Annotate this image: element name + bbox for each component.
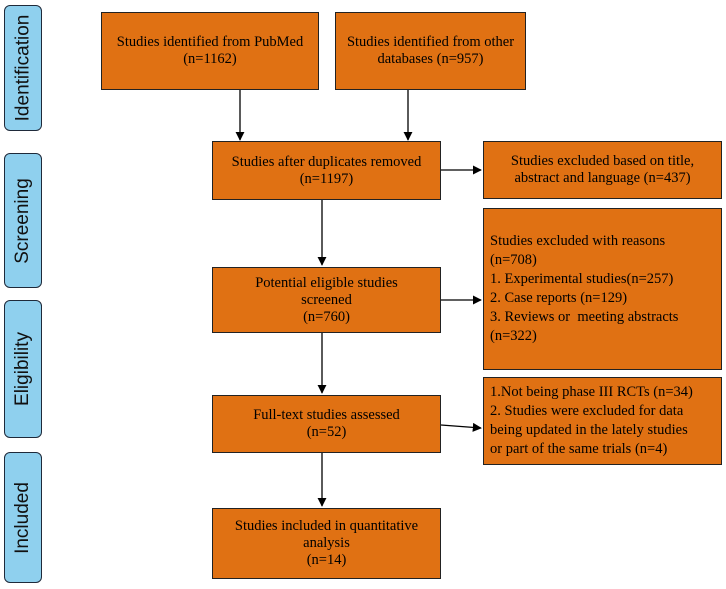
box-potential-eligible: Potential eligible studies screened (n=7… xyxy=(212,267,441,333)
box-reasons-line-6: (n=322) xyxy=(490,328,537,344)
box-included-line-3: (n=14) xyxy=(306,552,347,568)
box-duplicates-line-2: (n=1197) xyxy=(299,170,354,187)
box-fulltext-excluded-line-4: or part of the same trials (n=4) xyxy=(490,441,668,457)
box-fulltext-excluded-line-3: being updated in the lately studies xyxy=(490,422,688,438)
box-excluded-fulltext: 1.Not being phase III RCTs (n=34) 2. Stu… xyxy=(483,377,722,465)
box-fulltext-excluded-line-2: 2. Studies were excluded for data xyxy=(490,403,684,419)
box-included: Studies included in quantitative analysi… xyxy=(212,508,441,579)
box-potential-line-2: screened xyxy=(301,291,352,308)
phase-screening: Screening xyxy=(4,153,42,288)
box-other-line-1: Studies identified from other xyxy=(346,34,515,50)
box-full-text: Full-text studies assessed (n=52) xyxy=(212,395,441,453)
box-reasons-line-1: Studies excluded with reasons xyxy=(490,233,666,249)
box-excluded-title: Studies excluded based on title, abstrac… xyxy=(483,141,722,199)
phase-included: Included xyxy=(4,452,42,583)
box-reasons-line-4: 2. Case reports (n=129) xyxy=(490,290,628,306)
arrow-fulltext-to-excluded xyxy=(440,422,482,432)
phase-identification: Identification xyxy=(4,5,42,131)
box-pubmed-line-2: (n=1162) xyxy=(183,51,237,67)
box-excluded-title-line-1: Studies excluded based on title, xyxy=(510,153,695,169)
box-pubmed-line-1: Studies identified from PubMed xyxy=(116,34,304,50)
box-pubmed: Studies identified from PubMed (n=1162) xyxy=(101,12,319,90)
box-after-duplicates: Studies after duplicates removed (n=1197… xyxy=(212,141,441,200)
box-fulltext-excluded-line-1: 1.Not being phase III RCTs (n=34) xyxy=(490,384,693,400)
box-other-line-2: databases (n=957) xyxy=(377,51,484,67)
box-fulltext-line-2: (n=52) xyxy=(306,424,347,440)
box-potential-line-3: (n=760) xyxy=(303,308,350,325)
box-excluded-reasons: Studies excluded with reasons (n=708) 1.… xyxy=(483,208,722,370)
box-other-databases: Studies identified from other databases … xyxy=(335,12,526,90)
box-reasons-line-2: (n=708) xyxy=(490,252,537,268)
box-included-line-1: Studies included in quantitative xyxy=(234,518,419,534)
box-potential-line-1: Potential eligible studies xyxy=(255,274,398,291)
box-included-line-2: analysis xyxy=(303,535,350,551)
box-duplicates-line-1: Studies after duplicates removed xyxy=(231,153,422,170)
box-excluded-title-line-2: abstract and language (n=437) xyxy=(514,170,691,186)
box-reasons-line-5: 3. Reviews or meeting abstracts xyxy=(490,309,679,325)
box-fulltext-line-1: Full-text studies assessed xyxy=(253,407,400,423)
phase-eligibility: Eligibility xyxy=(4,300,42,438)
box-reasons-line-3: 1. Experimental studies(n=257) xyxy=(490,271,674,287)
